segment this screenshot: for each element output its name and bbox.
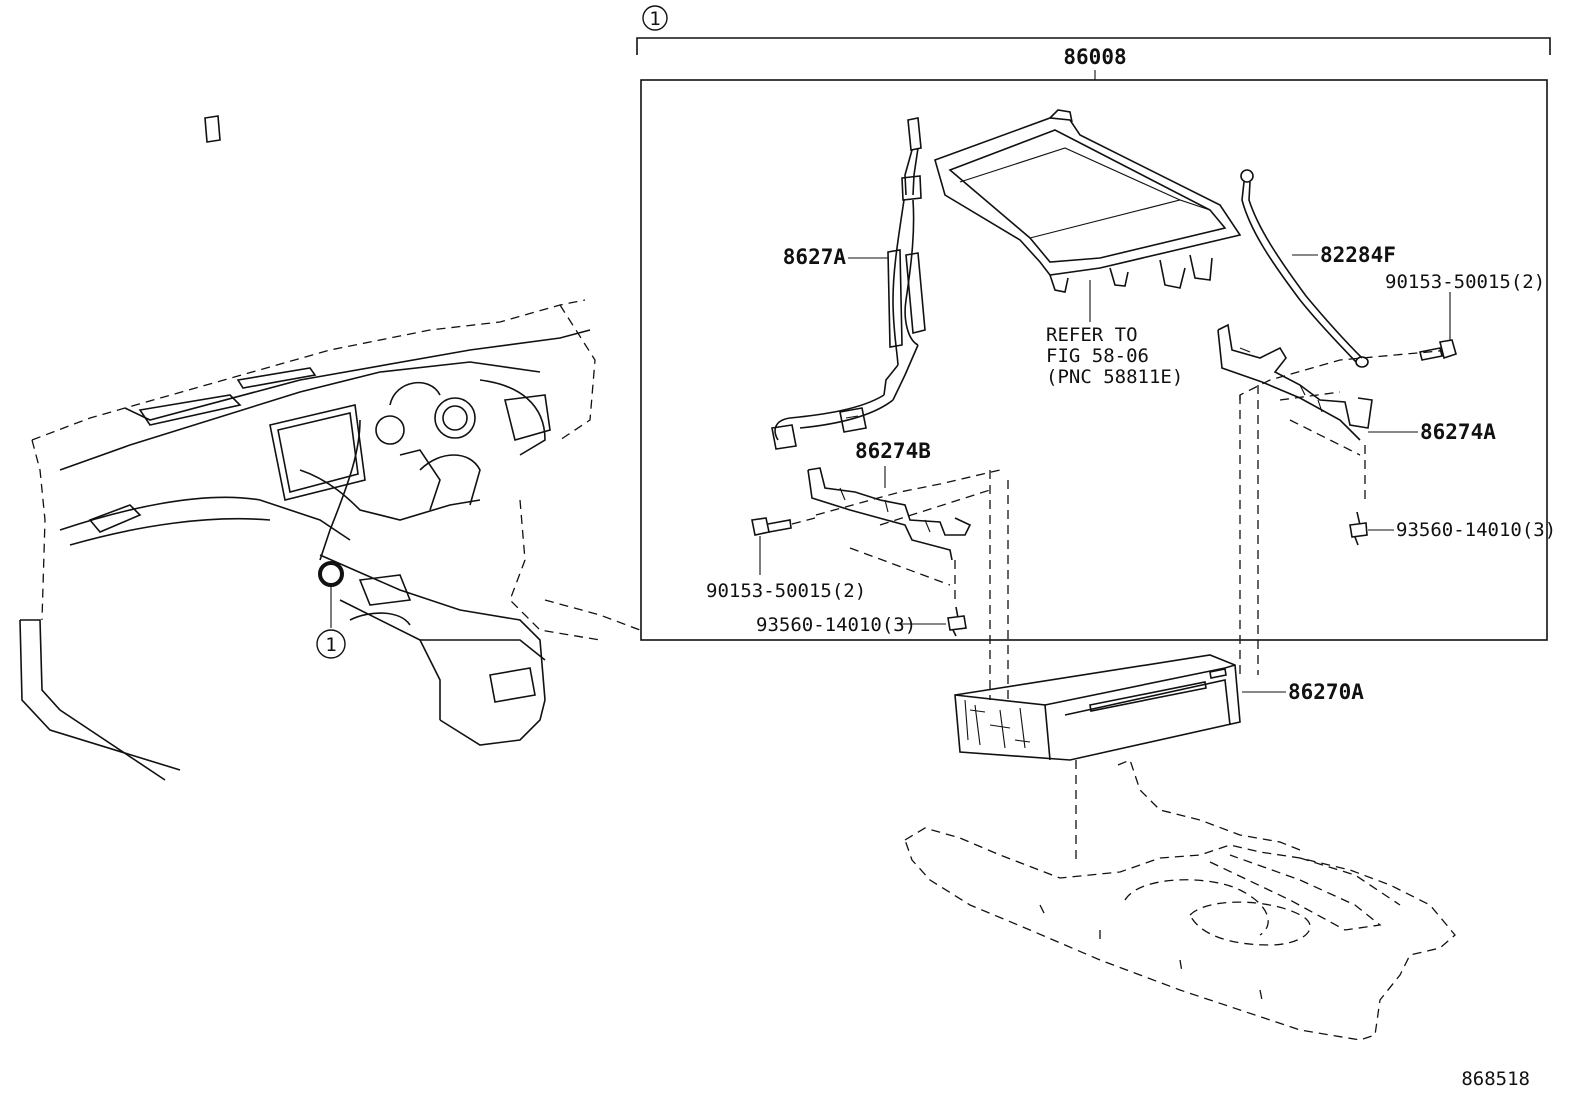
figure-id: 868518 — [1461, 1068, 1530, 1090]
refer-line-2: FIG 58-06 — [1046, 345, 1149, 367]
console-base — [904, 759, 1456, 1041]
guide-lines — [989, 385, 1259, 865]
assembly-bracket: 1 86008 — [636, 5, 1551, 641]
refer-line-3: (PNC 58811E) — [1046, 366, 1183, 388]
bolt-right-label: 90153-50015(2) — [1385, 271, 1545, 293]
bracket-left-label: 86274B — [855, 439, 931, 463]
callout-number-overview: 1 — [325, 634, 336, 656]
dashboard-overview: 1 — [19, 299, 641, 781]
bracket-left: 86274B — [807, 439, 1001, 605]
kit-box — [640, 79, 1548, 641]
bracket-right-label: 86274A — [1420, 420, 1496, 444]
refer-line-1: REFER TO — [1046, 324, 1138, 346]
assembly-part-number: 86008 — [1063, 45, 1126, 69]
wire-harness: 8627A — [204, 115, 926, 450]
bolt-left-label: 90153-50015(2) — [706, 580, 866, 602]
harness-label: 8627A — [783, 245, 847, 269]
screw-left: 93560-14010(3) — [756, 606, 967, 637]
bolt-right: 90153-50015(2) — [1385, 271, 1545, 361]
screw-right: 93560-14010(3) — [1349, 511, 1556, 546]
unit-label: 86270A — [1288, 680, 1364, 704]
callout-bubble-top — [642, 5, 668, 31]
callout-bubble-overview — [316, 629, 346, 659]
screw-left-label: 93560-14010(3) — [756, 614, 916, 636]
tray: REFER TO FIG 58-06 (PNC 58811E) — [934, 109, 1242, 388]
screw-right-label: 93560-14010(3) — [1396, 519, 1556, 541]
ground-wire-label: 82284F — [1320, 243, 1396, 267]
bracket-right: 86274A — [1217, 323, 1496, 500]
ground-wire: 82284F — [1240, 169, 1396, 368]
bolt-left: 90153-50015(2) — [706, 517, 866, 602]
location-marker — [318, 561, 344, 587]
navigation-unit: 86270A — [954, 654, 1364, 761]
callout-number-top: 1 — [649, 8, 660, 30]
